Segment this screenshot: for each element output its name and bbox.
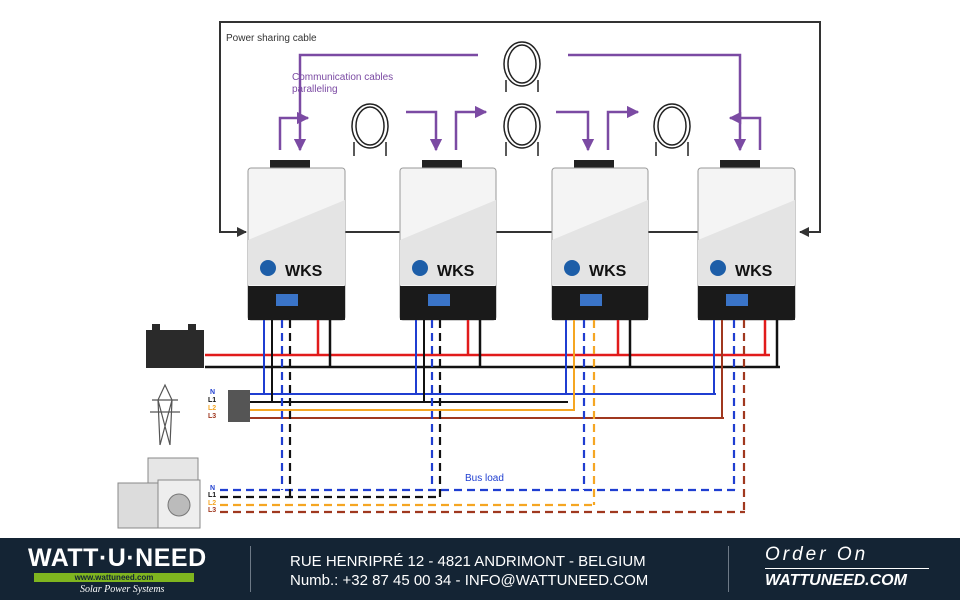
comm-cable-coils — [351, 41, 691, 156]
bus-load-label: Bus load — [465, 473, 504, 484]
order-on-label: Order On — [765, 544, 869, 565]
grid-breakers — [228, 390, 250, 422]
bus-load-wiring — [220, 320, 746, 514]
battery-icon — [146, 324, 204, 368]
inverter-4: WKS — [697, 160, 796, 321]
inverter-1: WKS — [247, 160, 346, 321]
website-link[interactable]: WATTUNEED.COM — [765, 572, 907, 589]
inverter-3-model: WKS — [589, 263, 627, 280]
grid-label-l3: L3 — [208, 413, 217, 420]
brand-tagline: Solar Power Systems — [80, 584, 165, 595]
load-label-l1: L1 — [208, 492, 217, 499]
diagram-canvas: WKS WKS WKS WKS — [117, 21, 821, 529]
grid-label-n: N — [210, 389, 216, 396]
brand-url: www.wattuneed.com — [34, 573, 194, 582]
grid-label-l2: L2 — [208, 405, 217, 412]
comm-cables-label-1: Communication cables — [292, 72, 394, 83]
battery-wiring — [205, 320, 780, 369]
address-text: RUE HENRIPRÉ 12 - 4821 ANDRIMONT - BELGI… — [290, 553, 646, 570]
inverter-4-model: WKS — [735, 263, 773, 280]
brand-logo[interactable]: WATT·U·NEED www.wattuneed.com Solar Powe… — [28, 544, 208, 596]
brand-name: WATT·U·NEED — [28, 544, 207, 572]
communication-arrows — [278, 53, 762, 152]
contact-text[interactable]: Numb.: +32 87 45 00 34 - INFO@WATTUNEED.… — [290, 572, 649, 589]
appliances-icon — [117, 457, 201, 529]
inverter-3: WKS — [551, 160, 649, 321]
load-label-l3: L3 — [208, 507, 217, 514]
power-sharing-label: Power sharing cable — [226, 33, 317, 44]
wiring-diagram: WKS WKS WKS WKS — [117, 21, 821, 529]
inverter-2-model: WKS — [437, 263, 475, 280]
power-sharing-cable — [219, 21, 821, 237]
grid-wiring — [250, 320, 724, 419]
comm-cables-label-2: paralleling — [292, 84, 338, 95]
footer-divider-2 — [728, 546, 729, 592]
footer-banner: WATT·U·NEED www.wattuneed.com Solar Powe… — [0, 538, 960, 600]
order-underline — [765, 568, 929, 569]
contact-block: RUE HENRIPRÉ 12 - 4821 ANDRIMONT - BELGI… — [290, 552, 648, 590]
load-label-l2: L2 — [208, 500, 217, 507]
grid-label-l1: L1 — [208, 397, 217, 404]
footer-divider-1 — [250, 546, 251, 592]
inverter-2: WKS — [399, 160, 497, 321]
inverter-1-model: WKS — [285, 263, 323, 280]
grid-pylon-icon — [150, 383, 180, 446]
load-label-n: N — [210, 485, 216, 492]
